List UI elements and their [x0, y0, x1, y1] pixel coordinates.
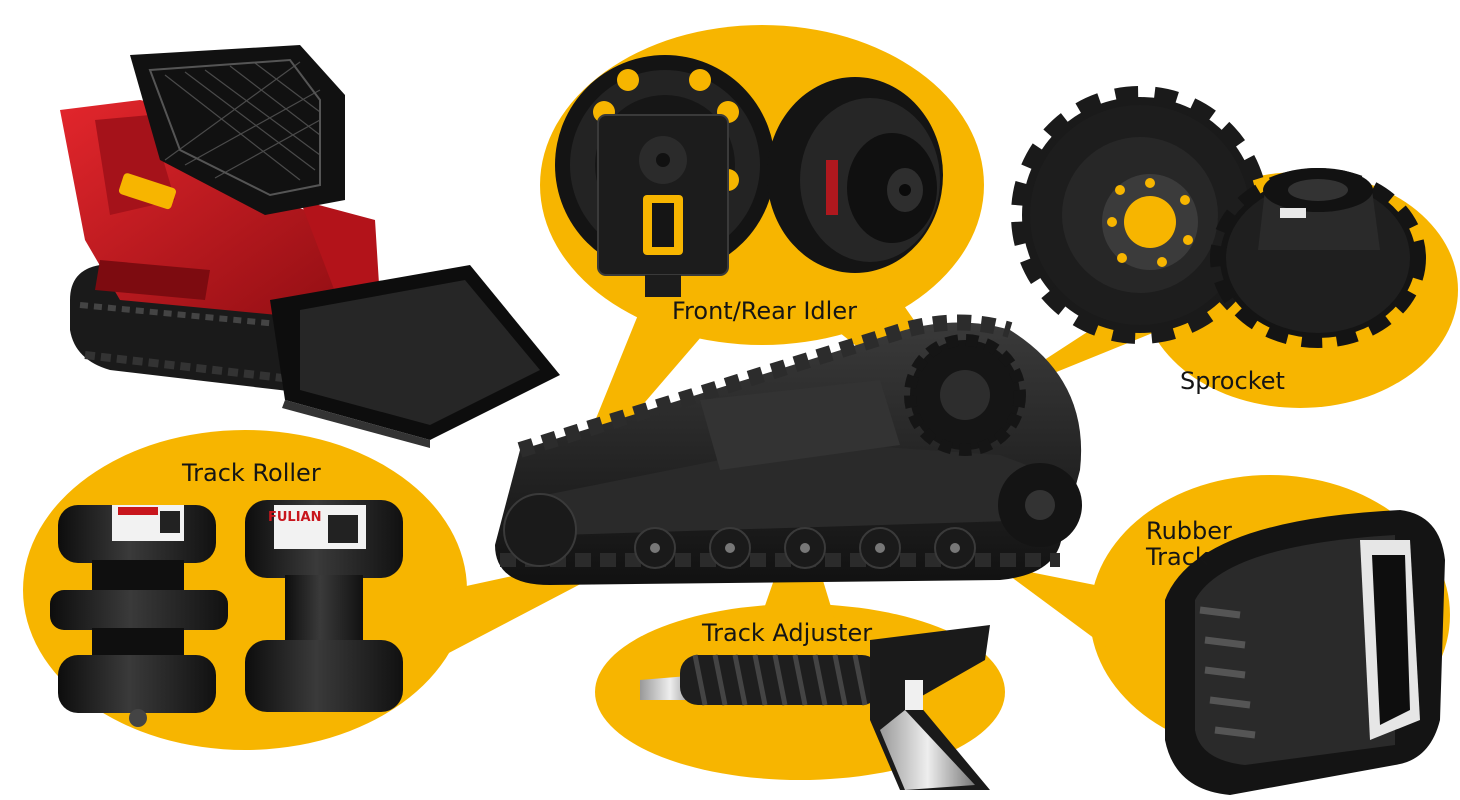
idler-label: Front/Rear Idler [672, 297, 857, 325]
skid-steer-loader [60, 45, 560, 448]
roller-brand-logo: FULIAN [268, 510, 322, 525]
track-roller-left [50, 505, 228, 727]
rubber-track-label: Rubber Track [1146, 518, 1232, 571]
track-roller-right: FULIAN [245, 500, 403, 712]
sprocket-label: Sprocket [1180, 367, 1285, 395]
rubber-track-label-line2: Track [1146, 543, 1209, 572]
front-idler-wheel [555, 55, 775, 297]
undercarriage-assembly [495, 314, 1082, 585]
sprocket-small [1210, 168, 1426, 348]
track-roller-label: Track Roller [182, 459, 321, 487]
track-adjuster-label: Track Adjuster [702, 619, 873, 647]
track-adjuster-part [640, 625, 990, 790]
rubber-track-part [1165, 510, 1445, 795]
rear-idler-wheel [767, 77, 943, 273]
rubber-track-label-line1: Rubber [1146, 517, 1232, 545]
